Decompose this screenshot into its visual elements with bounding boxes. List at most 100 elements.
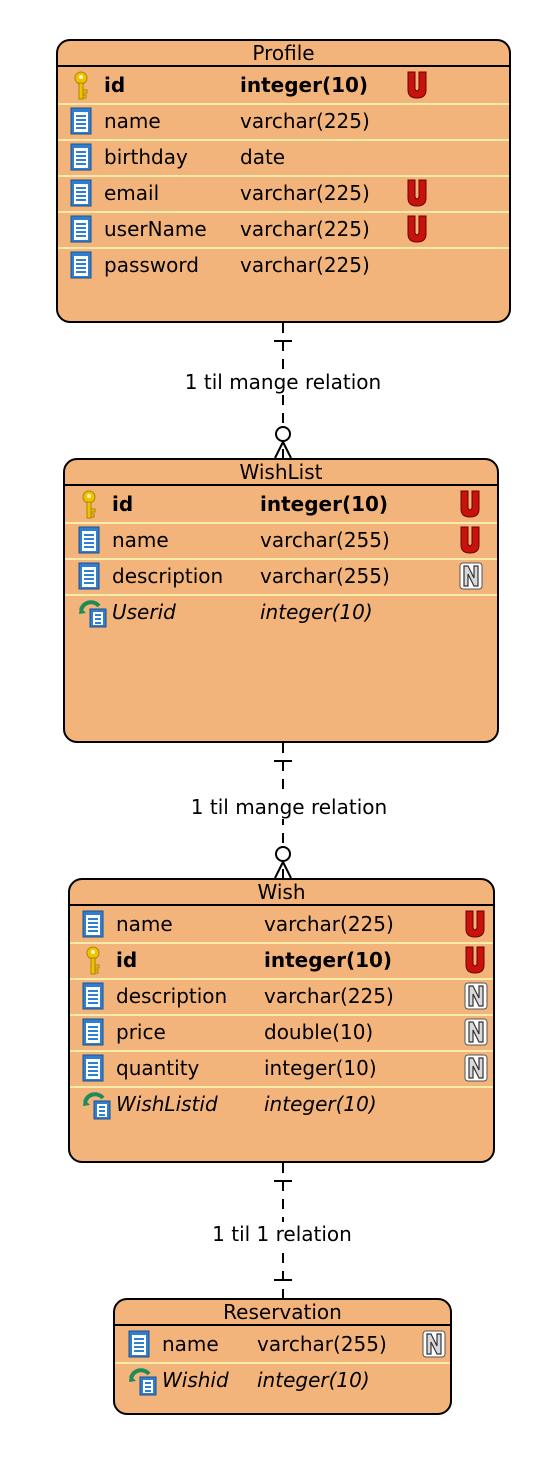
foreign-key-icon: [78, 594, 107, 630]
unique-badge-icon: [406, 215, 428, 243]
unique-badge-icon: [406, 71, 428, 99]
foreign-key-icon: [82, 1086, 111, 1122]
relation-label-1: 1 til mange relation: [170, 370, 396, 394]
nullable-badge-icon: [464, 982, 488, 1010]
column-name: name: [112, 528, 169, 552]
unique-badge-icon: [464, 910, 486, 938]
column-type: varchar(225): [240, 253, 370, 277]
primary-key-icon: [78, 486, 104, 522]
entity-title: Wish: [70, 880, 493, 906]
column-row[interactable]: Wishid integer(10): [115, 1362, 450, 1398]
nullable-badge-icon: [422, 1330, 446, 1358]
column-type: varchar(225): [264, 984, 394, 1008]
column-row[interactable]: name varchar(225): [70, 906, 493, 944]
column-name: description: [112, 564, 224, 588]
column-type: varchar(255): [260, 564, 390, 588]
crowfoot-right-wish: [282, 861, 292, 879]
column-name: email: [104, 181, 160, 205]
column-type: double(10): [264, 1020, 374, 1044]
column-row[interactable]: name varchar(255): [65, 522, 497, 560]
column-icon: [78, 522, 104, 558]
foreign-key-icon: [128, 1362, 157, 1398]
column-type: integer(10): [240, 73, 369, 97]
nullable-badge-icon: [464, 1054, 488, 1082]
column-name: id: [112, 492, 134, 516]
column-name: id: [104, 73, 126, 97]
nullable-badge-icon: [459, 562, 483, 590]
column-name: price: [116, 1020, 166, 1044]
unique-badge-icon: [459, 526, 481, 554]
column-row[interactable]: price double(10): [70, 1014, 493, 1052]
primary-key-icon: [82, 942, 108, 978]
column-row[interactable]: email varchar(225): [58, 175, 509, 213]
column-type: integer(10): [260, 600, 373, 624]
unique-badge-icon: [464, 946, 486, 974]
column-name: Userid: [112, 600, 176, 624]
column-type: varchar(255): [257, 1332, 387, 1356]
entity-title: Reservation: [115, 1300, 450, 1326]
column-row[interactable]: userName varchar(225): [58, 211, 509, 249]
column-row[interactable]: name varchar(225): [58, 103, 509, 141]
column-type: integer(10): [264, 1092, 377, 1116]
column-name: description: [116, 984, 228, 1008]
column-row[interactable]: birthday date: [58, 139, 509, 177]
column-name: name: [116, 912, 173, 936]
column-type: integer(10): [264, 1056, 377, 1080]
unique-badge-icon: [406, 179, 428, 207]
column-row[interactable]: WishListid integer(10): [70, 1086, 493, 1122]
column-row[interactable]: description varchar(225): [70, 978, 493, 1016]
column-icon: [70, 175, 96, 211]
column-icon: [70, 139, 96, 175]
entity-title: Profile: [58, 41, 509, 67]
column-name: Wishid: [162, 1368, 229, 1392]
column-name: WishListid: [116, 1092, 218, 1116]
column-icon: [82, 1050, 108, 1086]
column-name: password: [104, 253, 199, 277]
column-name: quantity: [116, 1056, 200, 1080]
column-type: integer(10): [260, 492, 389, 516]
column-name: birthday: [104, 145, 188, 169]
column-type: varchar(225): [240, 217, 370, 241]
nullable-badge-icon: [464, 1018, 488, 1046]
crowfoot-right-wishlist: [282, 441, 292, 459]
column-icon: [70, 211, 96, 247]
column-row[interactable]: id integer(10): [65, 486, 497, 524]
column-icon: [82, 978, 108, 1014]
column-row[interactable]: Userid integer(10): [65, 594, 497, 630]
unique-badge-icon: [459, 490, 481, 518]
column-type: varchar(225): [240, 109, 370, 133]
column-type: date: [240, 145, 286, 169]
primary-key-icon: [70, 67, 96, 103]
column-icon: [128, 1326, 154, 1362]
relation-label-2: 1 til mange relation: [176, 795, 402, 819]
crowfoot-left-wish: [274, 861, 284, 879]
column-icon: [70, 103, 96, 139]
column-icon: [70, 247, 96, 283]
column-type: varchar(255): [260, 528, 390, 552]
column-icon: [82, 906, 108, 942]
zero-marker-wish: [275, 846, 291, 862]
column-type: varchar(225): [240, 181, 370, 205]
column-row[interactable]: description varchar(255): [65, 558, 497, 596]
column-type: integer(10): [264, 948, 393, 972]
relation-label-3: 1 til 1 relation: [197, 1222, 367, 1246]
column-type: integer(10): [257, 1368, 370, 1392]
zero-marker-wishlist: [275, 426, 291, 442]
column-icon: [82, 1014, 108, 1050]
column-row[interactable]: id integer(10): [58, 67, 509, 105]
column-row[interactable]: password varchar(225): [58, 247, 509, 283]
column-type: varchar(225): [264, 912, 394, 936]
entity-profile[interactable]: Profile id integer(10) name varchar(225) bir…: [56, 39, 511, 323]
column-name: name: [104, 109, 161, 133]
crowfoot-left-wishlist: [274, 441, 284, 459]
column-name: userName: [104, 217, 207, 241]
column-row[interactable]: quantity integer(10): [70, 1050, 493, 1088]
entity-title: WishList: [65, 460, 497, 486]
column-icon: [78, 558, 104, 594]
